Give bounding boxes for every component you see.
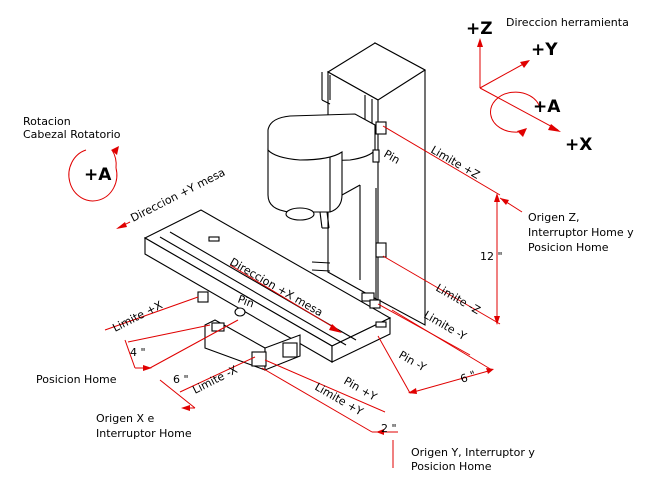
pin-minus-y-label: Pin -Y: [397, 348, 429, 374]
pin-table-label: Pin: [236, 293, 256, 311]
origin-y-line2: Posicion Home: [411, 460, 492, 473]
dir-x-arrow: [229, 264, 342, 333]
limit-minus-x-label: Limite -X: [190, 363, 240, 397]
limit-plus-x-label: Limite +X: [110, 298, 165, 334]
dim-6-left-label: 6 ": [173, 373, 189, 386]
dim-2-label: 2 ": [381, 422, 397, 435]
axis-y-label: +Y: [531, 40, 558, 60]
rotation-label-line2: Cabezal Rotatorio: [23, 128, 121, 141]
rotation-label-line1: Rotacion: [23, 115, 71, 128]
tool-direction-label: Direccion herramienta: [506, 16, 629, 29]
origin-z-line2: Interruptor Home y: [528, 226, 634, 239]
x-limit-lines: [104, 296, 256, 411]
axis-x-label: +X: [565, 135, 592, 155]
machine-head: [267, 113, 380, 280]
limit-plus-z-label: Limite +Z: [429, 143, 483, 182]
column-switches: [375, 121, 387, 305]
axis-triad: [477, 38, 561, 137]
y-plus-limit-lines: [261, 359, 398, 468]
axis-z-label: +Z: [466, 19, 493, 39]
dim-6-right-label: 6 ": [459, 368, 478, 386]
machine-saddle: [197, 291, 381, 371]
origin-x-line1: Origen X e: [96, 412, 154, 425]
home-position-label: Posicion Home: [36, 373, 117, 386]
origin-y-line1: Origen Y, Interruptor y: [411, 446, 535, 459]
origin-z-line1: Origen Z,: [528, 211, 580, 224]
dim-12-label: 12 ": [480, 250, 503, 263]
axis-a-label: +A: [533, 97, 561, 117]
origin-x-line2: Interruptor Home: [96, 427, 192, 440]
limit-minus-z-label: Limite -Z: [434, 281, 483, 317]
dir-y-arrow: [116, 221, 131, 229]
z-limit-lines: [382, 125, 523, 325]
rotation-a-label: +A: [84, 165, 112, 185]
rotation-arrow-icon: [68, 146, 119, 202]
y-limit-lines: [377, 303, 494, 394]
origin-z-line3: Posicion Home: [528, 241, 609, 254]
machine-table: [143, 209, 392, 363]
dir-y-table-label: Direccion +Y mesa: [128, 166, 227, 225]
machine-drawing: [143, 42, 427, 371]
limit-minus-y-label: Limite -Y: [422, 308, 469, 343]
dim-4-label: 4 ": [130, 346, 146, 359]
